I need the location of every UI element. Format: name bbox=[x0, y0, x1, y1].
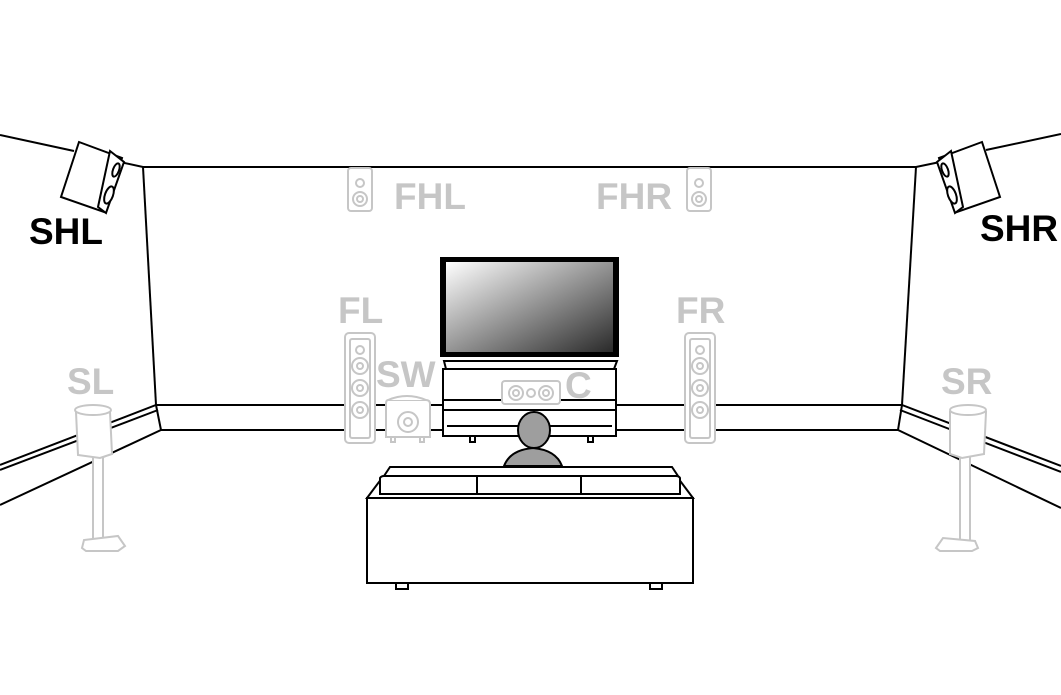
listener-person-icon bbox=[502, 411, 564, 467]
sofa bbox=[365, 466, 695, 590]
label-sl: SL bbox=[67, 361, 115, 402]
tv-icon bbox=[440, 257, 619, 367]
speaker-fr-icon bbox=[684, 332, 716, 444]
speaker-fhr-icon bbox=[686, 167, 712, 212]
label-fl: FL bbox=[338, 290, 384, 331]
label-sw: SW bbox=[376, 354, 436, 395]
speaker-shr-icon bbox=[935, 140, 1002, 215]
speaker-fhl-icon bbox=[347, 167, 373, 212]
label-sr: SR bbox=[941, 361, 993, 402]
speaker-sl-icon bbox=[74, 404, 127, 552]
label-c: C bbox=[565, 365, 592, 406]
speaker-sw-icon bbox=[385, 395, 431, 443]
speaker-sr-icon bbox=[934, 404, 988, 552]
label-fhl: FHL bbox=[394, 176, 466, 217]
speaker-c-icon bbox=[501, 380, 561, 405]
label-shl: SHL bbox=[29, 211, 103, 252]
label-shr: SHR bbox=[980, 208, 1059, 249]
speaker-fl-icon bbox=[344, 332, 376, 444]
label-fhr: FHR bbox=[596, 176, 673, 217]
label-fr: FR bbox=[676, 290, 726, 331]
speaker-shl-icon bbox=[59, 140, 126, 215]
